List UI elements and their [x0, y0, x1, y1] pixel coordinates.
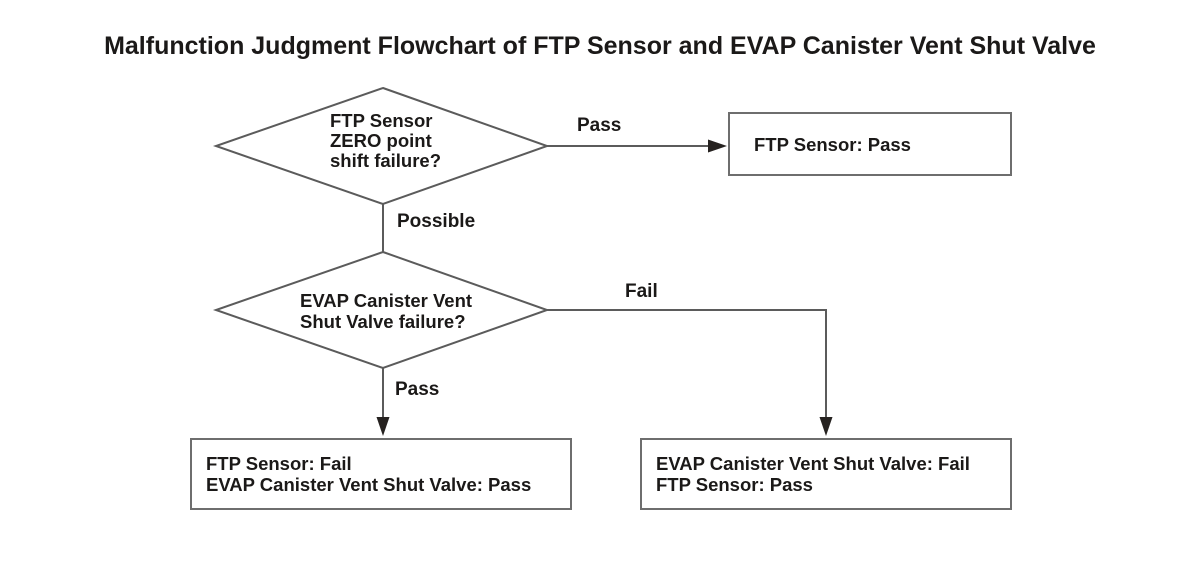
box-ftp-sensor-pass-line1: FTP Sensor: Pass [754, 133, 911, 155]
box-ftp-fail-evap-pass-line2: EVAP Canister Vent Shut Valve: Pass [206, 474, 532, 495]
diamond-evap-valve-line2: Shut Valve failure? [300, 311, 466, 332]
edge-label-possible: Possible [397, 211, 476, 232]
box-evap-fail-ftp-pass-line1: EVAP Canister Vent Shut Valve: Fail [656, 453, 970, 474]
diamond-evap-valve-label: EVAP Canister Vent Shut Valve failure? [300, 290, 472, 332]
diagram-title: Malfunction Judgment Flowchart of FTP Se… [104, 32, 1096, 60]
edge-fail-line [547, 309, 827, 419]
box-ftp-fail-evap-pass-line1: FTP Sensor: Fail [206, 453, 352, 474]
diamond-ftp-zero-line1: FTP Sensor [330, 110, 433, 131]
box-evap-fail-ftp-pass-line2: FTP Sensor: Pass [656, 474, 813, 495]
box-ftp-sensor-pass: FTP Sensor: Pass [728, 112, 1012, 176]
edge-label-pass-bottom: Pass [395, 379, 440, 400]
box-evap-fail-ftp-pass: EVAP Canister Vent Shut Valve: Fail FTP … [640, 438, 1012, 510]
edge-label-fail: Fail [625, 281, 658, 302]
diamond-evap-valve-line1: EVAP Canister Vent [300, 290, 473, 311]
arrowhead-pass-top-icon [708, 139, 727, 153]
arrowhead-fail-icon [819, 417, 833, 436]
diamond-ftp-zero-label: FTP Sensor ZERO point shift failure? [330, 111, 441, 171]
diamond-ftp-zero-line2: ZERO point [330, 130, 432, 151]
arrowhead-pass-bottom-icon [376, 417, 390, 436]
box-ftp-fail-evap-pass: FTP Sensor: Fail EVAP Canister Vent Shut… [190, 438, 572, 510]
diamond-ftp-zero-line3: shift failure? [330, 150, 442, 171]
edge-label-pass-top: Pass [577, 115, 622, 136]
